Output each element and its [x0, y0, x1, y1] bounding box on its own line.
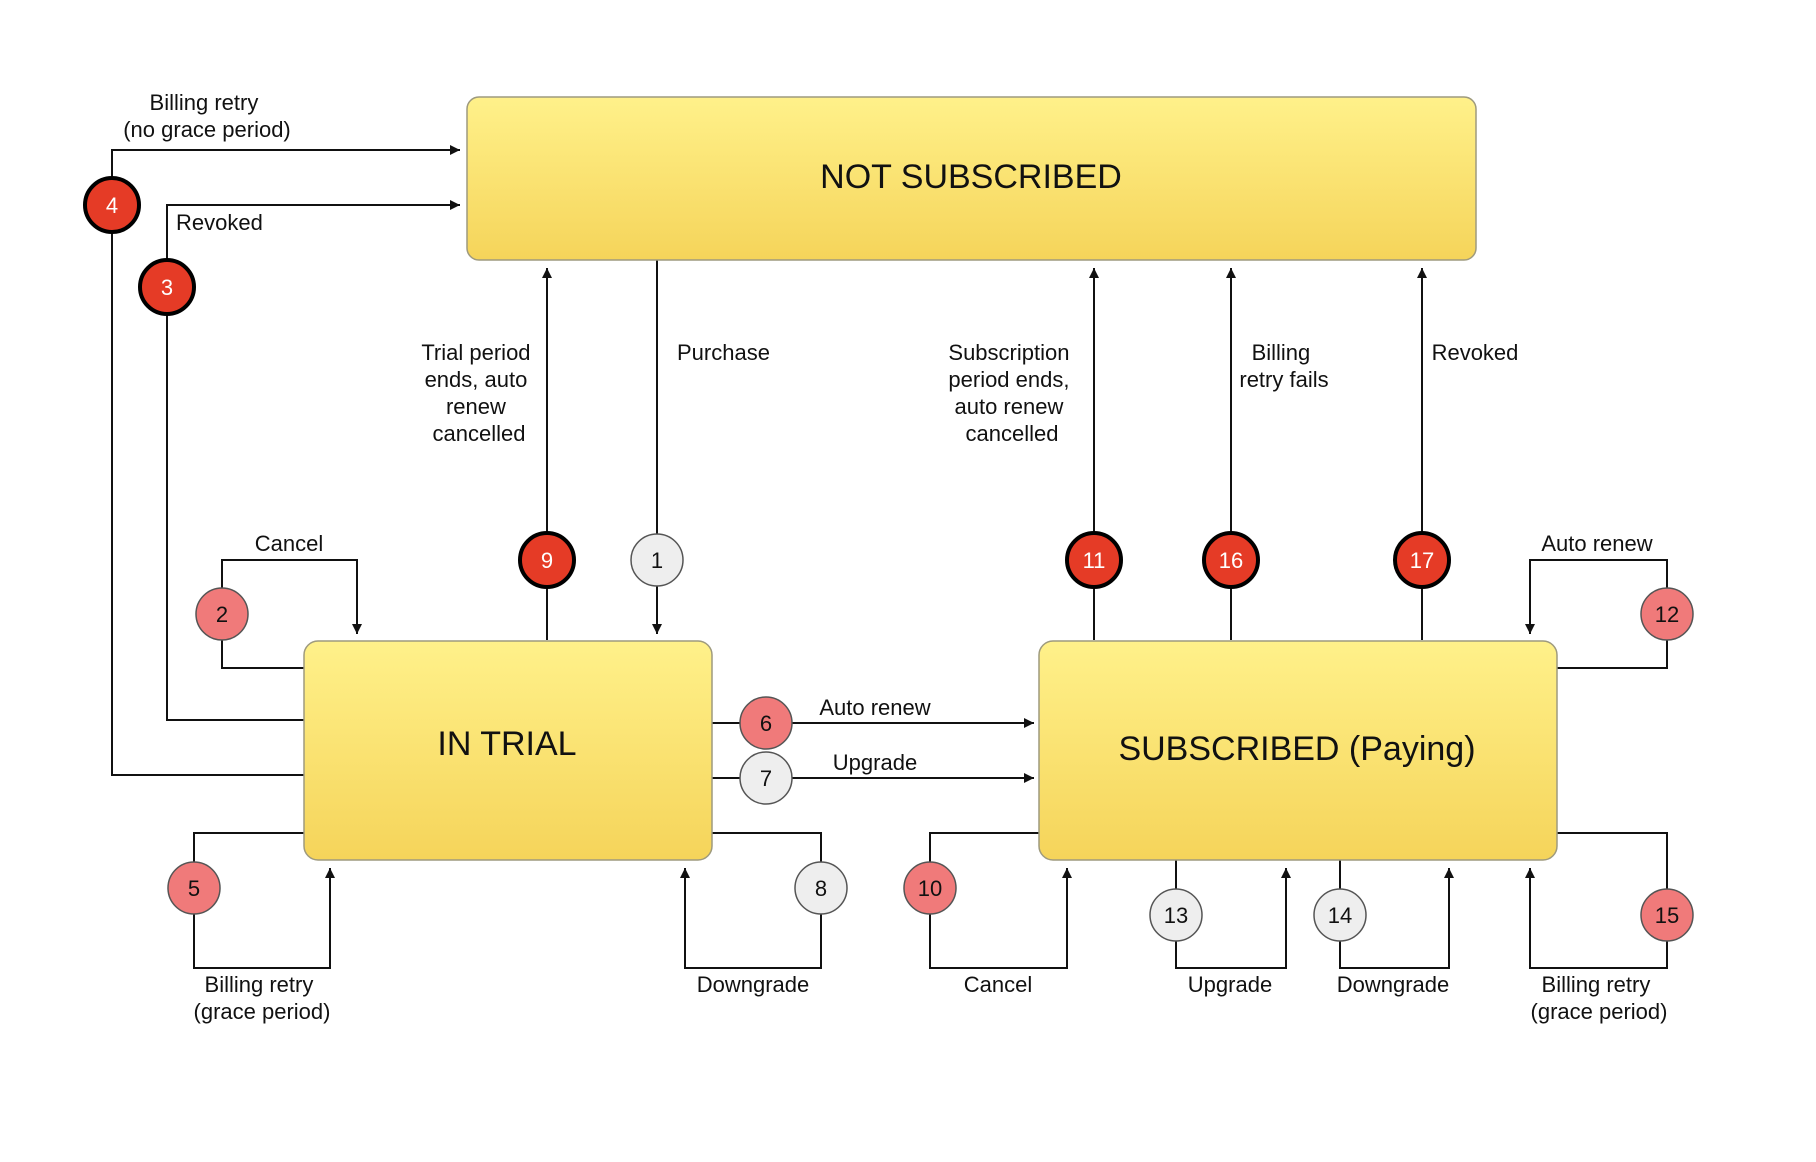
badge-8: 8 — [794, 861, 848, 915]
svg-text:17: 17 — [1410, 548, 1434, 573]
svg-text:16: 16 — [1219, 548, 1243, 573]
state-not-subscribed: NOT SUBSCRIBED — [466, 96, 1477, 261]
label-downgrade-sub: Downgrade — [1337, 972, 1450, 997]
badge-5: 5 — [167, 861, 221, 915]
badge-14: 14 — [1313, 888, 1367, 942]
badge-13: 13 — [1149, 888, 1203, 942]
transition-5-line — [193, 832, 335, 969]
state-title: NOT SUBSCRIBED — [820, 158, 1122, 196]
svg-text:9: 9 — [541, 548, 553, 573]
svg-text:10: 10 — [918, 876, 942, 901]
label-billing-retry-grace-trial: Billing retry (grace period) — [194, 972, 331, 1024]
transition-12-line — [1525, 559, 1668, 669]
badge-12: 12 — [1640, 587, 1694, 641]
transition-8-line — [680, 832, 822, 969]
transition-2-line — [221, 559, 362, 669]
label-upgrade-transition: Upgrade — [833, 750, 917, 775]
badge-10: 10 — [903, 861, 957, 915]
state-box — [466, 96, 1477, 261]
badge-3: 3 — [138, 258, 196, 316]
state-title: IN TRIAL — [437, 725, 576, 763]
label-auto-renew-transition: Auto renew — [819, 695, 930, 720]
label-revoked-top: Revoked — [176, 210, 263, 235]
label-cancel-trial: Cancel — [255, 531, 323, 556]
label-upgrade-sub: Upgrade — [1188, 972, 1272, 997]
label-billing-retry-grace-sub: Billing retry (grace period) — [1531, 972, 1668, 1024]
badge-15: 15 — [1640, 888, 1694, 942]
badge-7: 7 — [739, 751, 793, 805]
label-purchase: Purchase — [677, 340, 770, 365]
badge-4: 4 — [83, 176, 141, 234]
state-box — [303, 640, 713, 861]
transition-3-line — [166, 200, 460, 721]
svg-text:6: 6 — [760, 711, 772, 736]
transition-4-line — [111, 145, 460, 776]
badge-11: 11 — [1065, 531, 1123, 589]
transition-10-line — [929, 832, 1072, 969]
svg-text:15: 15 — [1655, 903, 1679, 928]
label-revoked-right: Revoked — [1432, 340, 1519, 365]
svg-text:12: 12 — [1655, 602, 1679, 627]
svg-text:11: 11 — [1083, 548, 1106, 573]
svg-text:1: 1 — [651, 548, 663, 573]
transition-labels: Billing retry (no grace period) Revoked … — [123, 90, 1667, 1024]
svg-text:13: 13 — [1164, 903, 1188, 928]
badge-6: 6 — [739, 696, 793, 750]
label-trial-ends: Trial period ends, auto renew cancelled — [421, 340, 536, 446]
svg-text:3: 3 — [161, 275, 173, 300]
label-auto-renew-sub: Auto renew — [1541, 531, 1652, 556]
badge-1: 1 — [630, 533, 684, 587]
badge-2: 2 — [195, 587, 249, 641]
state-box — [1038, 640, 1558, 861]
label-subscription-period-ends: Subscription period ends, auto renew can… — [948, 340, 1075, 446]
badges: 4 3 9 11 16 17 2 12 — [83, 176, 1694, 942]
svg-text:7: 7 — [760, 766, 772, 791]
svg-text:14: 14 — [1328, 903, 1352, 928]
svg-text:2: 2 — [216, 602, 228, 627]
badge-16: 16 — [1202, 531, 1260, 589]
state-subscribed: SUBSCRIBED (Paying) — [1038, 640, 1558, 861]
transition-15-line — [1525, 832, 1668, 969]
state-in-trial: IN TRIAL — [303, 640, 713, 861]
label-billing-retry-fails: Billing retry fails — [1239, 340, 1328, 392]
label-billing-retry-no-grace: Billing retry (no grace period) — [123, 90, 291, 142]
label-cancel-sub: Cancel — [964, 972, 1032, 997]
svg-text:5: 5 — [188, 876, 200, 901]
svg-text:4: 4 — [106, 193, 118, 218]
badge-9: 9 — [518, 531, 576, 589]
state-title: SUBSCRIBED (Paying) — [1118, 730, 1475, 768]
badge-17: 17 — [1393, 531, 1451, 589]
svg-text:8: 8 — [815, 876, 827, 901]
label-downgrade-trial: Downgrade — [697, 972, 810, 997]
